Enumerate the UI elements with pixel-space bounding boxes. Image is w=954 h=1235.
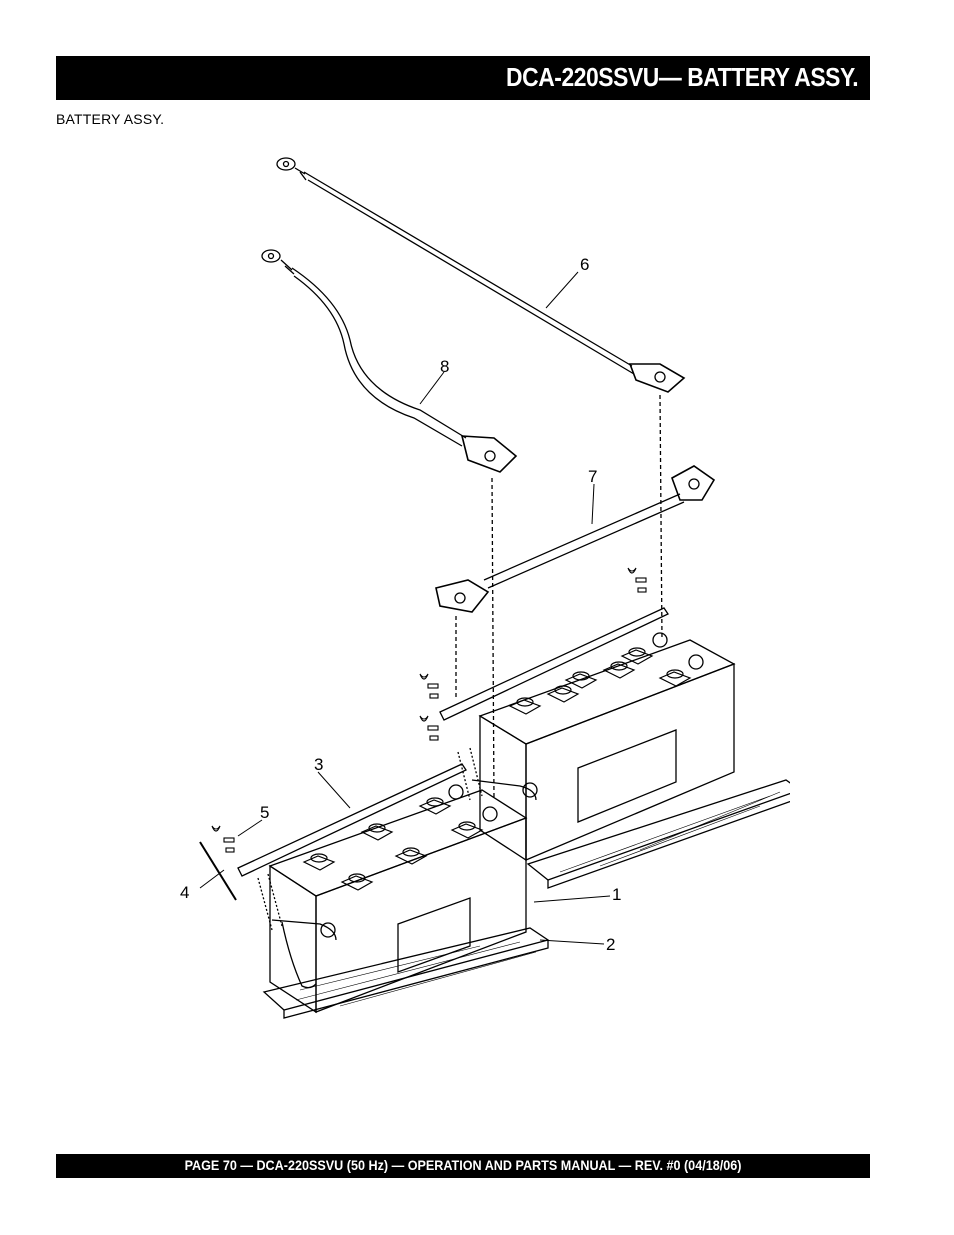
callout-4: 4 xyxy=(180,883,189,902)
callout-5: 5 xyxy=(260,803,269,822)
battery-rear xyxy=(439,607,790,889)
cable-6 xyxy=(276,157,686,393)
page-footer: PAGE 70 — DCA-220SSVU (50 Hz) — OPERATIO… xyxy=(184,1157,742,1173)
cable-8 xyxy=(261,249,518,473)
page-header-bar: DCA-220SSVU— BATTERY ASSY. xyxy=(56,56,870,100)
leader-lines xyxy=(199,271,611,945)
page-title: DCA-220SSVU— BATTERY ASSY. xyxy=(505,62,859,92)
callout-7: 7 xyxy=(588,467,597,486)
alignment-lines xyxy=(455,394,663,801)
page-footer-bar: PAGE 70 — DCA-220SSVU (50 Hz) — OPERATIO… xyxy=(56,1154,870,1178)
callout-3: 3 xyxy=(314,755,323,774)
callout-1: 1 xyxy=(612,885,621,904)
section-subtitle: BATTERY ASSY. xyxy=(56,111,165,127)
hardware-stacks xyxy=(199,567,647,901)
callout-6: 6 xyxy=(580,255,589,274)
callout-2: 2 xyxy=(606,935,615,954)
battery-front xyxy=(237,763,550,1019)
battery-assembly-diagram: 6 8 7 3 5 4 1 2 xyxy=(180,157,790,1019)
callout-8: 8 xyxy=(440,357,449,376)
cable-7 xyxy=(435,465,716,613)
